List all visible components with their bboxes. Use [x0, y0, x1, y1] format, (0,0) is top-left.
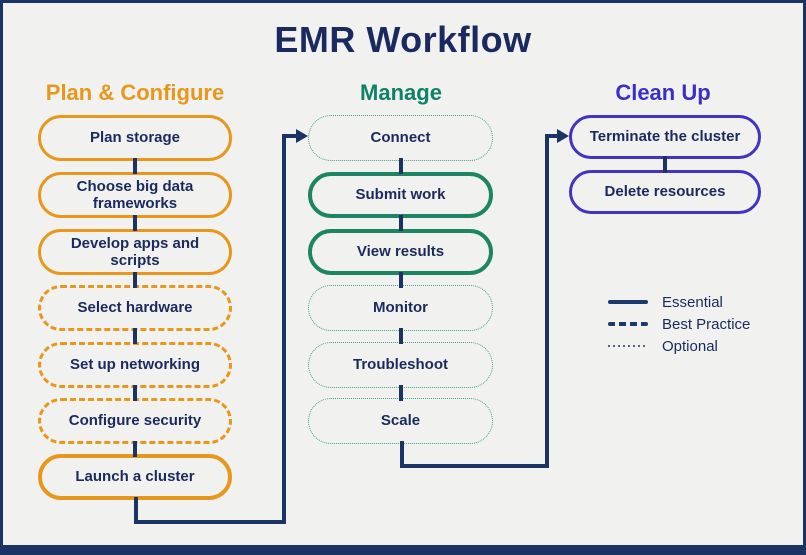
connector-tick	[399, 272, 403, 288]
step-develop-apps-and-scripts: Develop apps and scripts	[38, 229, 232, 275]
connector-tick	[399, 158, 403, 174]
essential-line-icon	[608, 300, 648, 304]
connector-tick	[133, 215, 137, 231]
column-header-plan-configure: Plan & Configure	[45, 80, 225, 105]
connector-tick	[133, 158, 137, 174]
connector-launch-to-connect-stem	[282, 134, 298, 138]
step-delete-resources: Delete resources	[569, 170, 761, 214]
bottom-accent-bar	[3, 545, 803, 552]
connector-tick	[399, 215, 403, 231]
legend-row-essential: Essential	[608, 291, 750, 313]
connector-scale-to-terminate-down	[400, 441, 404, 468]
connector-tick	[133, 272, 137, 288]
connector-tick	[399, 328, 403, 344]
step-set-up-networking: Set up networking	[38, 342, 232, 388]
legend-label: Essential	[662, 293, 723, 311]
legend: Essential Best Practice Optional	[608, 291, 750, 357]
legend-row-best-practice: Best Practice	[608, 313, 750, 335]
step-submit-work: Submit work	[308, 172, 493, 218]
best-practice-line-icon	[608, 322, 648, 326]
legend-label: Optional	[662, 337, 718, 355]
connector-launch-to-connect-down	[134, 497, 138, 524]
legend-row-optional: Optional	[608, 335, 750, 357]
step-troubleshoot: Troubleshoot	[308, 342, 493, 388]
connector-scale-to-terminate-up	[545, 134, 549, 468]
step-view-results: View results	[308, 229, 493, 275]
step-connect: Connect	[308, 115, 493, 161]
connector-scale-to-terminate-stem	[545, 134, 560, 138]
page-title: EMR Workflow	[274, 19, 532, 60]
step-launch-a-cluster: Launch a cluster	[38, 454, 232, 500]
step-scale: Scale	[308, 398, 493, 444]
step-configure-security: Configure security	[38, 398, 232, 444]
connector-tick	[663, 156, 667, 173]
connector-launch-to-connect-up	[282, 134, 286, 524]
connector-tick	[133, 328, 137, 344]
column-header-manage: Manage	[360, 80, 442, 105]
legend-label: Best Practice	[662, 315, 751, 333]
arrow-into-connect-icon	[296, 129, 308, 143]
step-monitor: Monitor	[308, 285, 493, 331]
connector-scale-to-terminate-across	[400, 464, 549, 468]
arrow-into-terminate-icon	[557, 129, 569, 143]
optional-line-icon	[608, 345, 648, 347]
step-choose-big-data-frameworks: Choose big data frameworks	[38, 172, 232, 218]
connector-launch-to-connect-across	[134, 520, 286, 524]
column-header-clean-up: Clean Up	[615, 80, 711, 105]
step-select-hardware: Select hardware	[38, 285, 232, 331]
step-plan-storage: Plan storage	[38, 115, 232, 161]
step-terminate-the-cluster: Terminate the cluster	[569, 115, 761, 159]
connector-tick	[133, 441, 137, 457]
connector-tick	[399, 385, 403, 401]
connector-tick	[133, 385, 137, 401]
